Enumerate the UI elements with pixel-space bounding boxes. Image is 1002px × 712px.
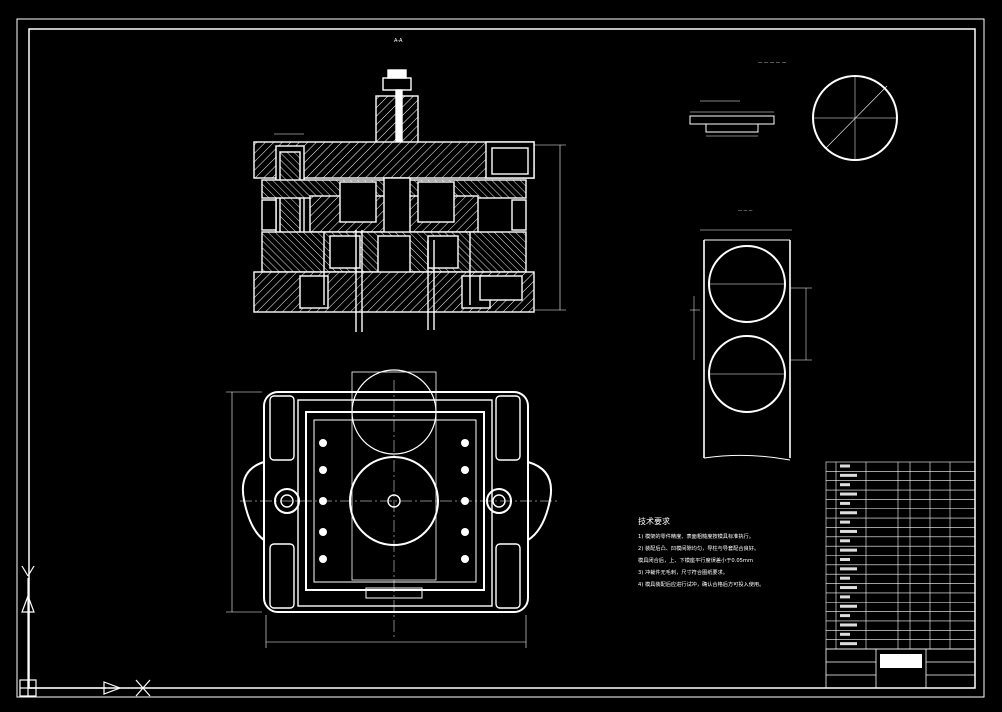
- bom-cell-text: [840, 520, 850, 524]
- tech-req-item: 1) 模架的零件精度、表面粗糙度按模具标准执行。: [638, 532, 754, 540]
- bom-cell-text: [840, 623, 857, 627]
- bom-cell-text: [840, 586, 857, 590]
- section-label: A-A: [394, 38, 403, 44]
- technical-requirements: 技术要求 1) 模架的零件精度、表面粗糙度按模具标准执行。 2) 装配后凸、凹模…: [638, 516, 764, 588]
- die-section-view: [253, 69, 566, 332]
- bom-cell-text: [840, 464, 850, 468]
- bom-cell-text: [840, 567, 857, 571]
- bill-of-materials-table: [825, 461, 976, 650]
- tech-req-item: 3) 冲裁件无毛刺，尺寸符合图纸要求。: [638, 568, 728, 576]
- strip-layout-label: — — —: [738, 208, 753, 213]
- title-block: [825, 648, 976, 689]
- crosshair-icon: [135, 679, 151, 697]
- strip-layout-view: [690, 229, 812, 461]
- bom-cell-text: [840, 492, 857, 496]
- die-plan-view: [226, 369, 560, 648]
- bom-cell-text: [840, 473, 857, 477]
- bom-cell-text: [840, 642, 857, 646]
- plan-view-bolt-holes: [319, 439, 469, 563]
- part-top-view: [812, 75, 898, 161]
- bom-cell-text: [840, 614, 850, 618]
- tech-req-item: 4) 模具装配后应进行试冲，确认合格后方可投入使用。: [638, 580, 764, 588]
- part-side-view: [689, 100, 775, 137]
- bom-cell-text: [840, 548, 857, 552]
- tech-req-item: 模具闭合后，上、下模座平行度误差小于0.05mm: [638, 556, 753, 564]
- bom-cell-text: [840, 595, 850, 599]
- ucs-axis-icon: [19, 565, 122, 697]
- tech-req-item: 2) 装配后凸、凹模间隙均匀，导柱与导套配合良好。: [638, 544, 759, 552]
- bom-cell-text: [840, 576, 850, 580]
- tech-req-title: 技术要求: [638, 516, 670, 526]
- bom-cell-text: [840, 529, 857, 533]
- bom-cell-text: [840, 539, 850, 543]
- drawing-frame: [16, 18, 985, 698]
- bom-cell-text: [840, 604, 857, 608]
- bom-cell-text: [840, 501, 850, 505]
- bom-cell-text: [840, 632, 850, 636]
- bom-cell-text: [840, 483, 850, 487]
- bom-cell-text: [840, 511, 857, 515]
- bom-cell-text: [840, 558, 850, 561]
- part-note: — — — — —: [758, 61, 787, 66]
